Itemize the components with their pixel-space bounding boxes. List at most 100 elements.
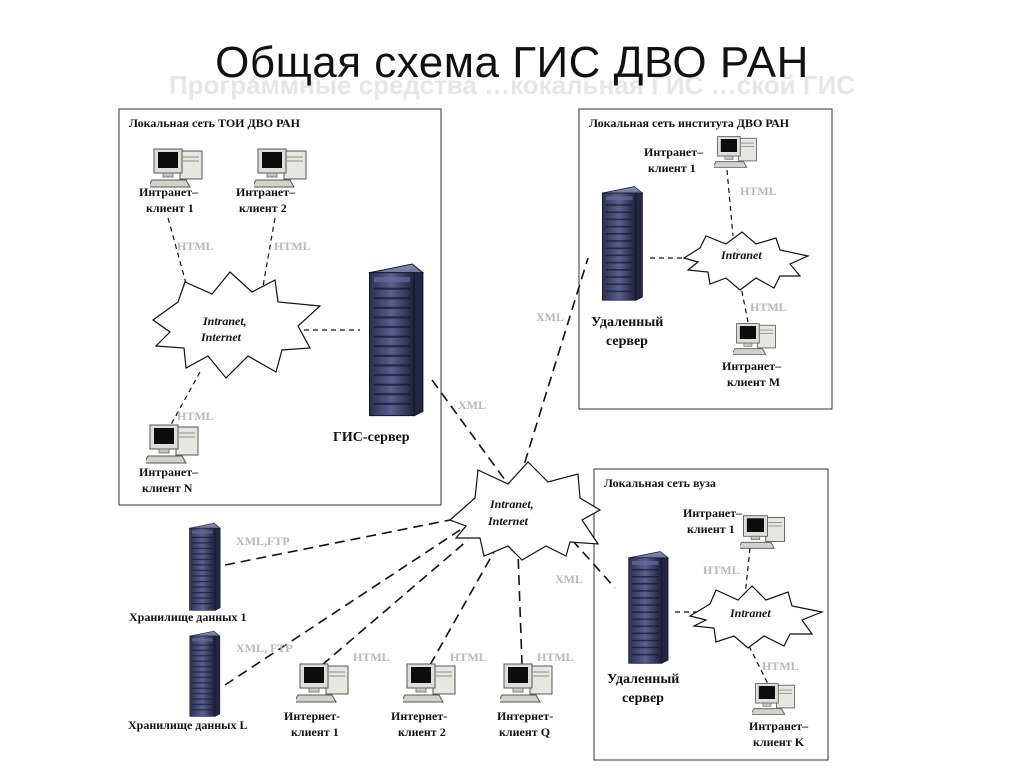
- toi-client-n-line1: Интранет–: [139, 465, 199, 479]
- toi-client-2-line1: Интранет–: [236, 185, 296, 199]
- toi-client-n-icon: [146, 424, 199, 464]
- edge-label: HTML: [750, 300, 787, 314]
- institute-server: Удаленный сервер: [591, 186, 663, 349]
- edge-label: XML: [458, 398, 486, 412]
- storage-1: Хранилище данных 1: [129, 522, 247, 624]
- gis-server-label: ГИС-сервер: [333, 430, 410, 445]
- group-university: Локальная сеть вуза: [593, 468, 829, 761]
- cloud-center-shape: [448, 461, 602, 561]
- cloud-institute: Intranet: [682, 231, 810, 291]
- edge-label: HTML: [703, 563, 740, 577]
- toi-client-1-line1: Интранет–: [139, 185, 199, 199]
- edge-label: HTML: [450, 650, 487, 664]
- cloud-institute-shape: [682, 231, 810, 291]
- internet-client-q-icon: [500, 663, 553, 703]
- internet-client-1-line2: клиент 1: [291, 725, 339, 739]
- university-client-k-icon: [752, 683, 795, 715]
- university-client-1: Интранет– клиент 1: [683, 506, 785, 549]
- university-client-1-line2: клиент 1: [687, 522, 735, 536]
- toi-client-n: Интранет– клиент N: [139, 424, 199, 495]
- storage-1-icon: [189, 522, 221, 611]
- edge-label: HTML: [177, 409, 214, 423]
- link-inst-client1-cloud: [726, 169, 734, 237]
- university-client-k-line2: клиент K: [753, 735, 805, 749]
- toi-client-2-line2: клиент 2: [239, 201, 287, 215]
- link-uni-center: [571, 539, 616, 589]
- university-server-icon: [628, 551, 669, 664]
- toi-client-n-line2: клиент N: [142, 481, 193, 495]
- internet-client-1-line1: Интернет-: [284, 709, 340, 723]
- university-client-k: Интранет– клиент K: [749, 683, 809, 749]
- toi-client-2: Интранет– клиент 2: [236, 148, 307, 215]
- edge-label: XML: [555, 572, 583, 586]
- toi-client-1-icon: [150, 148, 203, 188]
- link-storagel-center: [224, 529, 461, 686]
- institute-client-1-line1: Интранет–: [644, 145, 704, 159]
- institute-client-m-line2: клиент M: [727, 375, 780, 389]
- link-storage1-center: [224, 519, 451, 566]
- group-university-title: Локальная сеть вуза: [604, 476, 716, 490]
- background-ghost-text: Программные средства …кокальная ГИС …ско…: [168, 70, 856, 100]
- link-inet1-center: [321, 539, 469, 666]
- cloud-institute-label: Intranet: [720, 248, 762, 262]
- internet-client-1: Интернет- клиент 1: [284, 663, 349, 739]
- internet-client-2-line2: клиент 2: [398, 725, 446, 739]
- edge-label: HTML: [762, 659, 799, 673]
- slide-title: Общая схема ГИС ДВО РАН: [215, 38, 809, 87]
- cloud-toi-line2: Internet: [200, 330, 242, 344]
- edge-label: XML,FTP: [236, 534, 290, 548]
- internet-client-2-icon: [403, 663, 456, 703]
- internet-client-q-line1: Интернет-: [497, 709, 553, 723]
- internet-client-1-icon: [296, 663, 349, 703]
- link-inetq-center: [517, 551, 523, 666]
- university-server: Удаленный сервер: [607, 551, 679, 706]
- institute-client-m: Интранет– клиент M: [722, 323, 782, 389]
- internet-client-2-line1: Интернет-: [391, 709, 447, 723]
- internet-client-q: Интернет- клиент Q: [497, 663, 553, 739]
- group-toi-frame: [118, 108, 442, 506]
- cloud-toi: Intranet, Internet: [151, 271, 322, 379]
- cloud-toi-shape: [151, 271, 322, 379]
- institute-server-line1: Удаленный: [591, 315, 663, 330]
- university-client-1-line1: Интранет–: [683, 506, 743, 520]
- cloud-university: Intranet: [688, 585, 825, 649]
- group-institute-title: Локальная сеть института ДВО РАН: [589, 116, 790, 130]
- group-institute-frame: [578, 108, 833, 410]
- edge-label: XML: [536, 310, 564, 324]
- edge-label: HTML: [740, 184, 777, 198]
- institute-server-line2: сервер: [606, 334, 648, 349]
- group-university-frame: [593, 468, 829, 761]
- internet-client-q-line2: клиент Q: [499, 725, 550, 739]
- group-toi-title: Локальная сеть ТОИ ДВО РАН: [129, 116, 301, 130]
- institute-server-icon: [601, 186, 643, 301]
- edge-label: HTML: [353, 650, 390, 664]
- protocol-labels: HTML HTML HTML XML XML HTML HTML XML,FTP…: [177, 184, 799, 673]
- link-uni-client1-cloud: [744, 547, 751, 597]
- toi-client-2-icon: [254, 148, 307, 188]
- cloud-toi-line1: Intranet,: [202, 314, 247, 328]
- link-toi-client2-cloud: [261, 217, 276, 293]
- edge-label: HTML: [274, 239, 311, 253]
- storage-1-label: Хранилище данных 1: [129, 610, 247, 624]
- group-institute: Локальная сеть института ДВО РАН: [578, 108, 833, 410]
- link-toi-cloud-clientn: [167, 371, 201, 431]
- edge-label: XML, FTP: [236, 641, 293, 655]
- internet-client-2: Интернет- клиент 2: [391, 663, 456, 739]
- links: [167, 169, 771, 689]
- storage-l-icon: [189, 630, 221, 717]
- edge-label: HTML: [177, 239, 214, 253]
- university-server-line2: сервер: [622, 691, 664, 706]
- toi-client-1: Интранет– клиент 1: [139, 148, 203, 215]
- institute-client-1: Интранет– клиент 1: [644, 136, 757, 175]
- link-gis-center: [431, 379, 506, 481]
- cloud-center-line2: Internet: [487, 514, 529, 528]
- institute-client-1-line2: клиент 1: [648, 161, 696, 175]
- storage-l: Хранилище данных L: [128, 630, 248, 732]
- cloud-university-label: Intranet: [729, 606, 771, 620]
- cloud-center-line1: Intranet,: [489, 497, 534, 511]
- university-client-k-line1: Интранет–: [749, 719, 809, 733]
- cloud-center: Intranet, Internet: [448, 461, 602, 561]
- institute-client-m-line1: Интранет–: [722, 359, 782, 373]
- group-toi: Локальная сеть ТОИ ДВО РАН: [118, 108, 442, 506]
